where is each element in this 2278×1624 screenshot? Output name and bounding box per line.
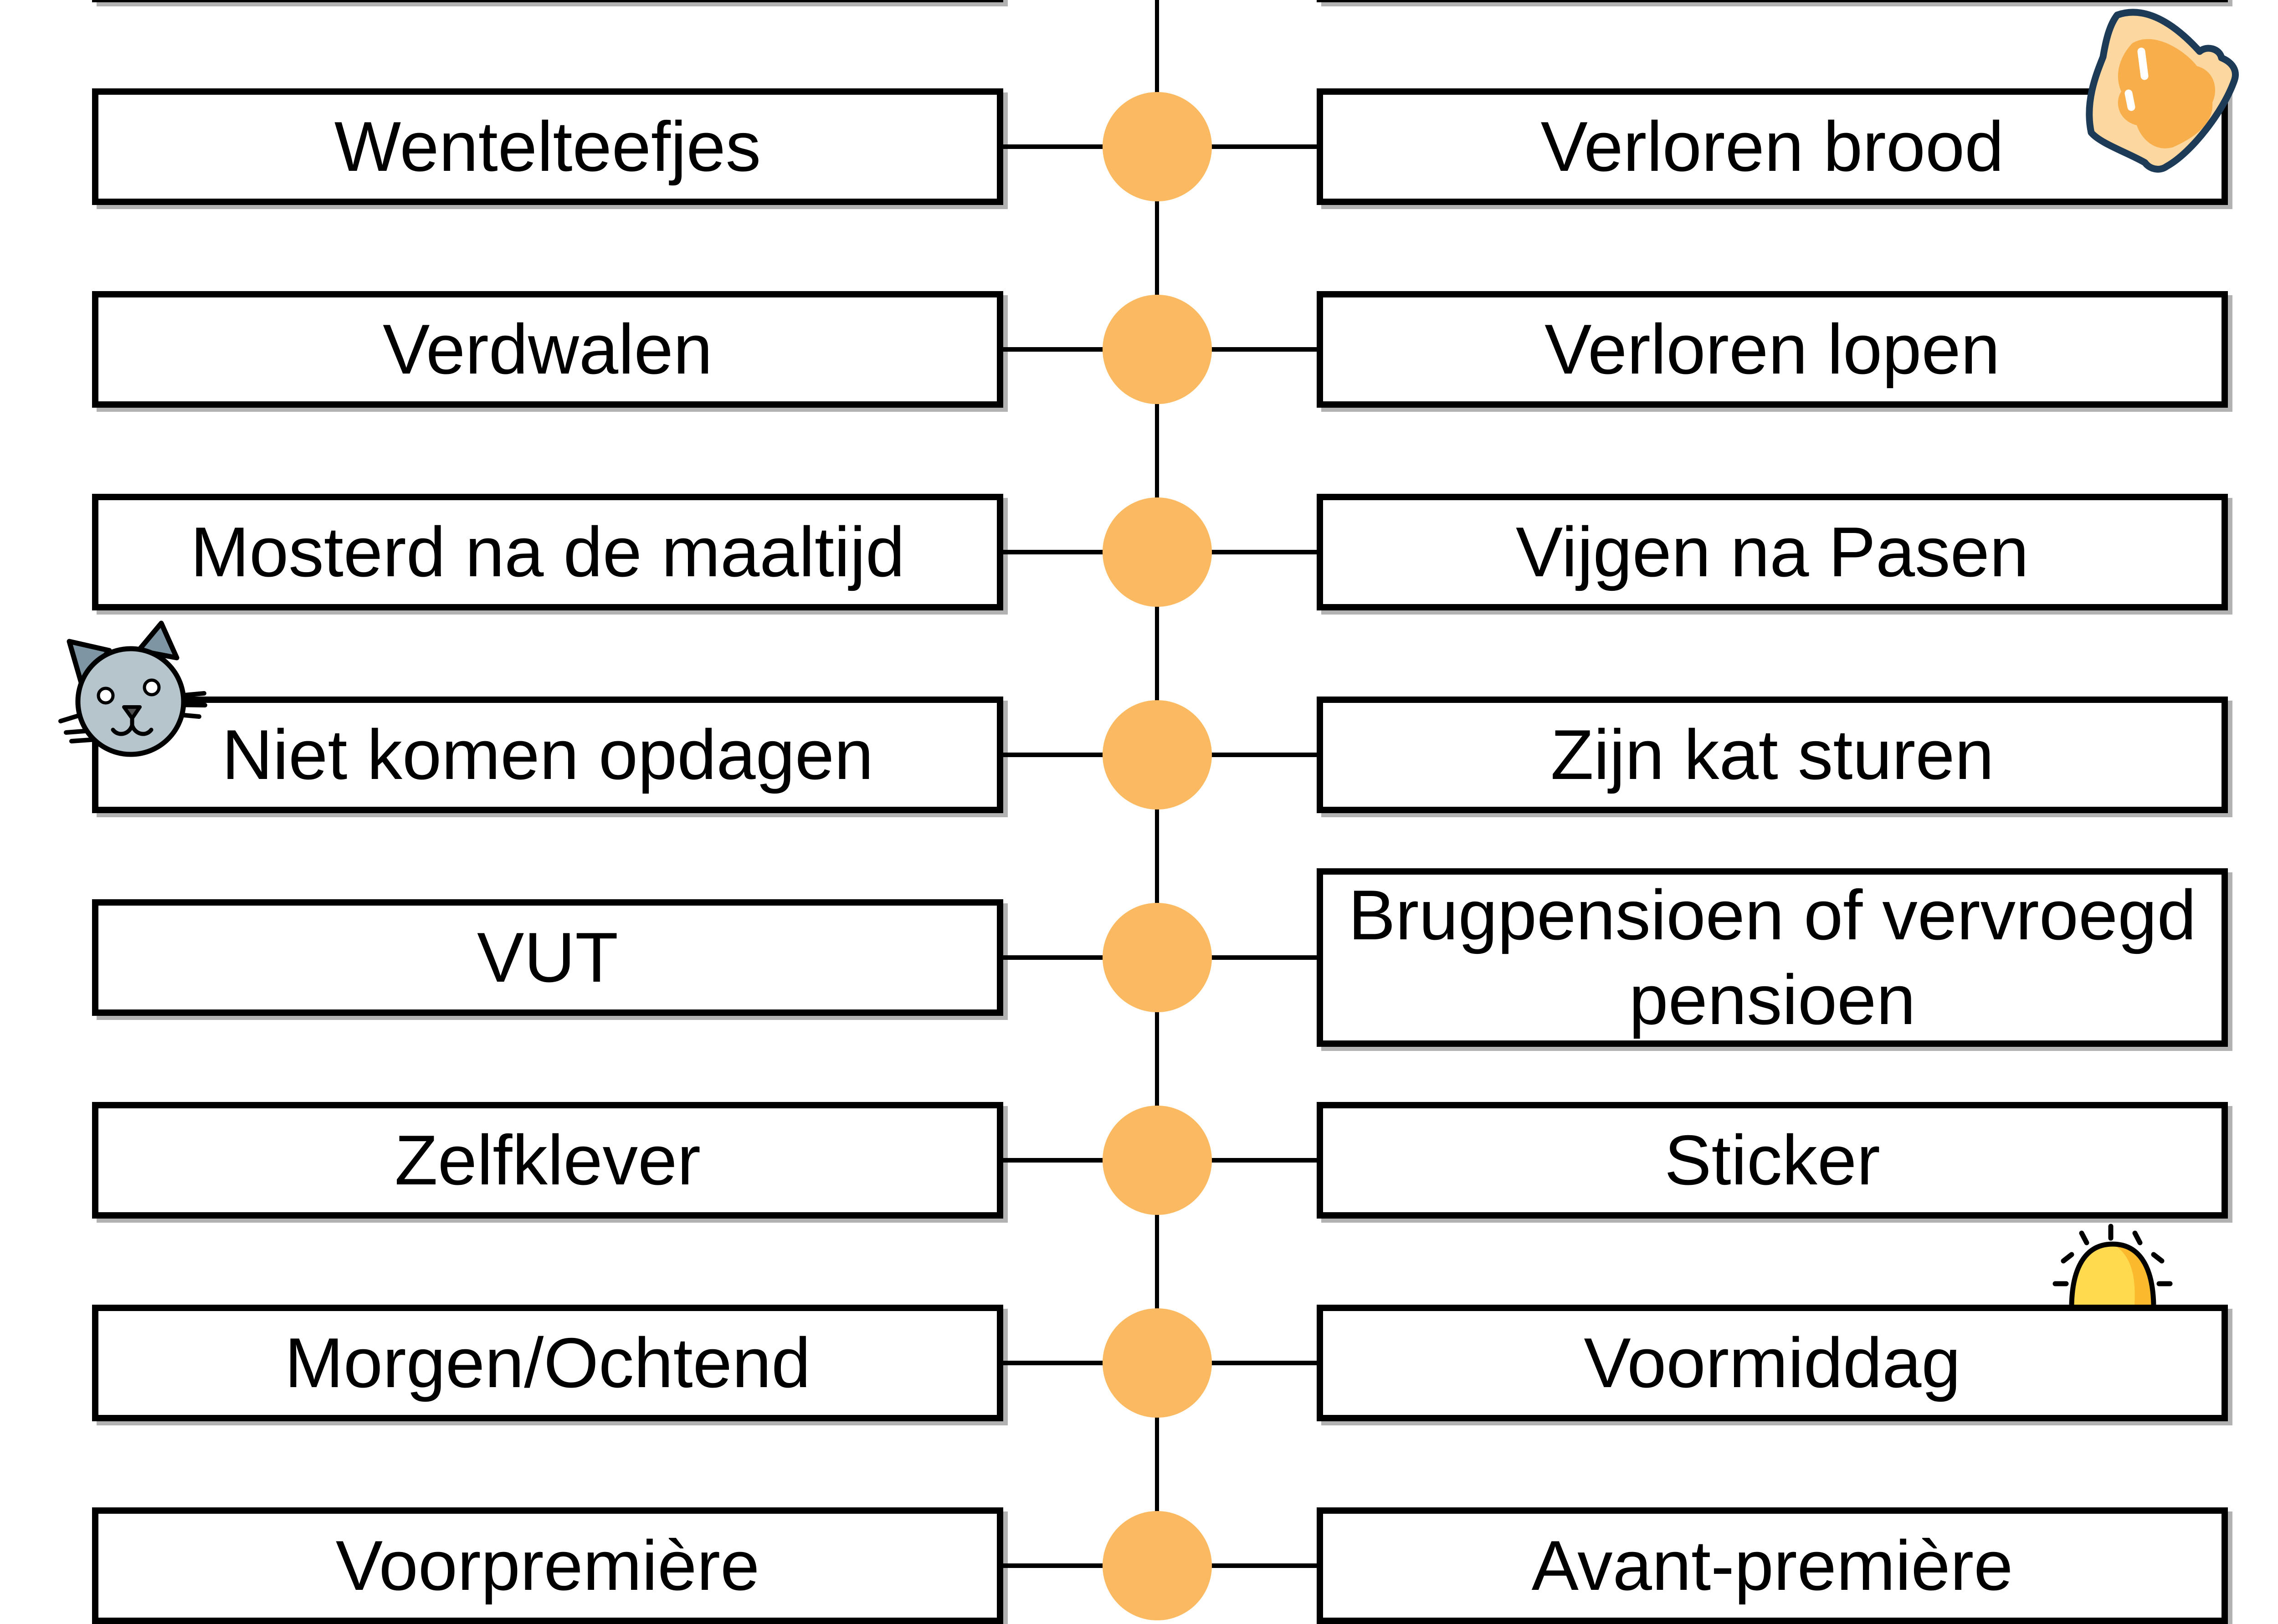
term-label: Sticker bbox=[1664, 1121, 1880, 1199]
term-label: Brugpensioen of vervroegd pensioen bbox=[1348, 876, 2196, 1039]
right-term-box: Zijn kat sturen bbox=[1317, 697, 2228, 813]
left-term-box: Morgen/Ochtend bbox=[92, 1305, 1003, 1421]
match-dot bbox=[1103, 497, 1212, 607]
term-label: Zijn kat sturen bbox=[1550, 715, 1994, 794]
toast-icon bbox=[2078, 2, 2246, 175]
term-label: Verloren brood bbox=[1540, 107, 2004, 186]
left-term-box: Verdwalen bbox=[92, 291, 1003, 408]
term-label: Morgen/Ochtend bbox=[284, 1323, 811, 1402]
match-dot bbox=[1103, 700, 1212, 809]
term-label: Niet komen opdagen bbox=[221, 715, 874, 794]
connector-line bbox=[1003, 1158, 1104, 1163]
match-dot bbox=[1103, 92, 1212, 201]
right-term-box: Verloren lopen bbox=[1317, 291, 2228, 408]
right-term-box: Brugpensioen of vervroegd pensioen bbox=[1317, 868, 2228, 1047]
left-term-box: Voorpremière bbox=[92, 1507, 1003, 1624]
connector-line bbox=[1210, 1563, 1318, 1568]
right-term-box: Sticker bbox=[1317, 1102, 2228, 1219]
connector-line bbox=[1210, 550, 1318, 554]
match-dot bbox=[1103, 295, 1212, 404]
term-label: Voormiddag bbox=[1584, 1323, 1961, 1402]
connector-line bbox=[1210, 347, 1318, 352]
term-label: VUT bbox=[477, 918, 618, 997]
connector-line bbox=[1003, 955, 1104, 960]
connector-line bbox=[1003, 1563, 1104, 1568]
match-dot bbox=[1103, 903, 1212, 1012]
connector-line bbox=[1003, 550, 1104, 554]
connector-line bbox=[1210, 1158, 1318, 1163]
term-label: Verdwalen bbox=[383, 310, 713, 389]
match-dot bbox=[1103, 1106, 1212, 1215]
left-term-box: Wentelteefjes bbox=[92, 88, 1003, 205]
connector-line bbox=[1210, 753, 1318, 757]
connector-line bbox=[1003, 144, 1104, 149]
right-term-box bbox=[1317, 0, 2228, 2]
match-dot bbox=[1103, 1511, 1212, 1620]
term-label: Mosterd na de maaltijd bbox=[190, 512, 905, 591]
connector-line bbox=[1210, 1361, 1318, 1365]
term-label: Verloren lopen bbox=[1544, 310, 2000, 389]
connector-line bbox=[1210, 955, 1318, 960]
right-term-box: Vijgen na Pasen bbox=[1317, 494, 2228, 610]
left-term-box: Mosterd na de maaltijd bbox=[92, 494, 1003, 610]
left-term-box bbox=[92, 0, 1003, 2]
right-term-box: Voormiddag bbox=[1317, 1305, 2228, 1421]
sunrise-icon bbox=[2044, 1219, 2181, 1306]
right-term-box: Verloren brood bbox=[1317, 88, 2228, 205]
term-label: Voorpremière bbox=[335, 1526, 760, 1605]
connector-line bbox=[1003, 753, 1104, 757]
match-dot bbox=[1103, 1308, 1212, 1418]
left-term-box: Zelfklever bbox=[92, 1102, 1003, 1219]
term-label: Zelfklever bbox=[395, 1121, 701, 1199]
term-label: Avant-première bbox=[1531, 1526, 2013, 1605]
term-label: Vijgen na Pasen bbox=[1515, 512, 2029, 591]
cat-icon bbox=[54, 618, 213, 761]
connector-line bbox=[1003, 347, 1104, 352]
left-term-box: VUT bbox=[92, 899, 1003, 1016]
right-term-box: Avant-première bbox=[1317, 1507, 2228, 1624]
term-label: Wentelteefjes bbox=[334, 107, 761, 186]
connector-line bbox=[1003, 1361, 1104, 1365]
connector-line bbox=[1210, 144, 1318, 149]
left-term-box: Niet komen opdagen bbox=[92, 697, 1003, 813]
